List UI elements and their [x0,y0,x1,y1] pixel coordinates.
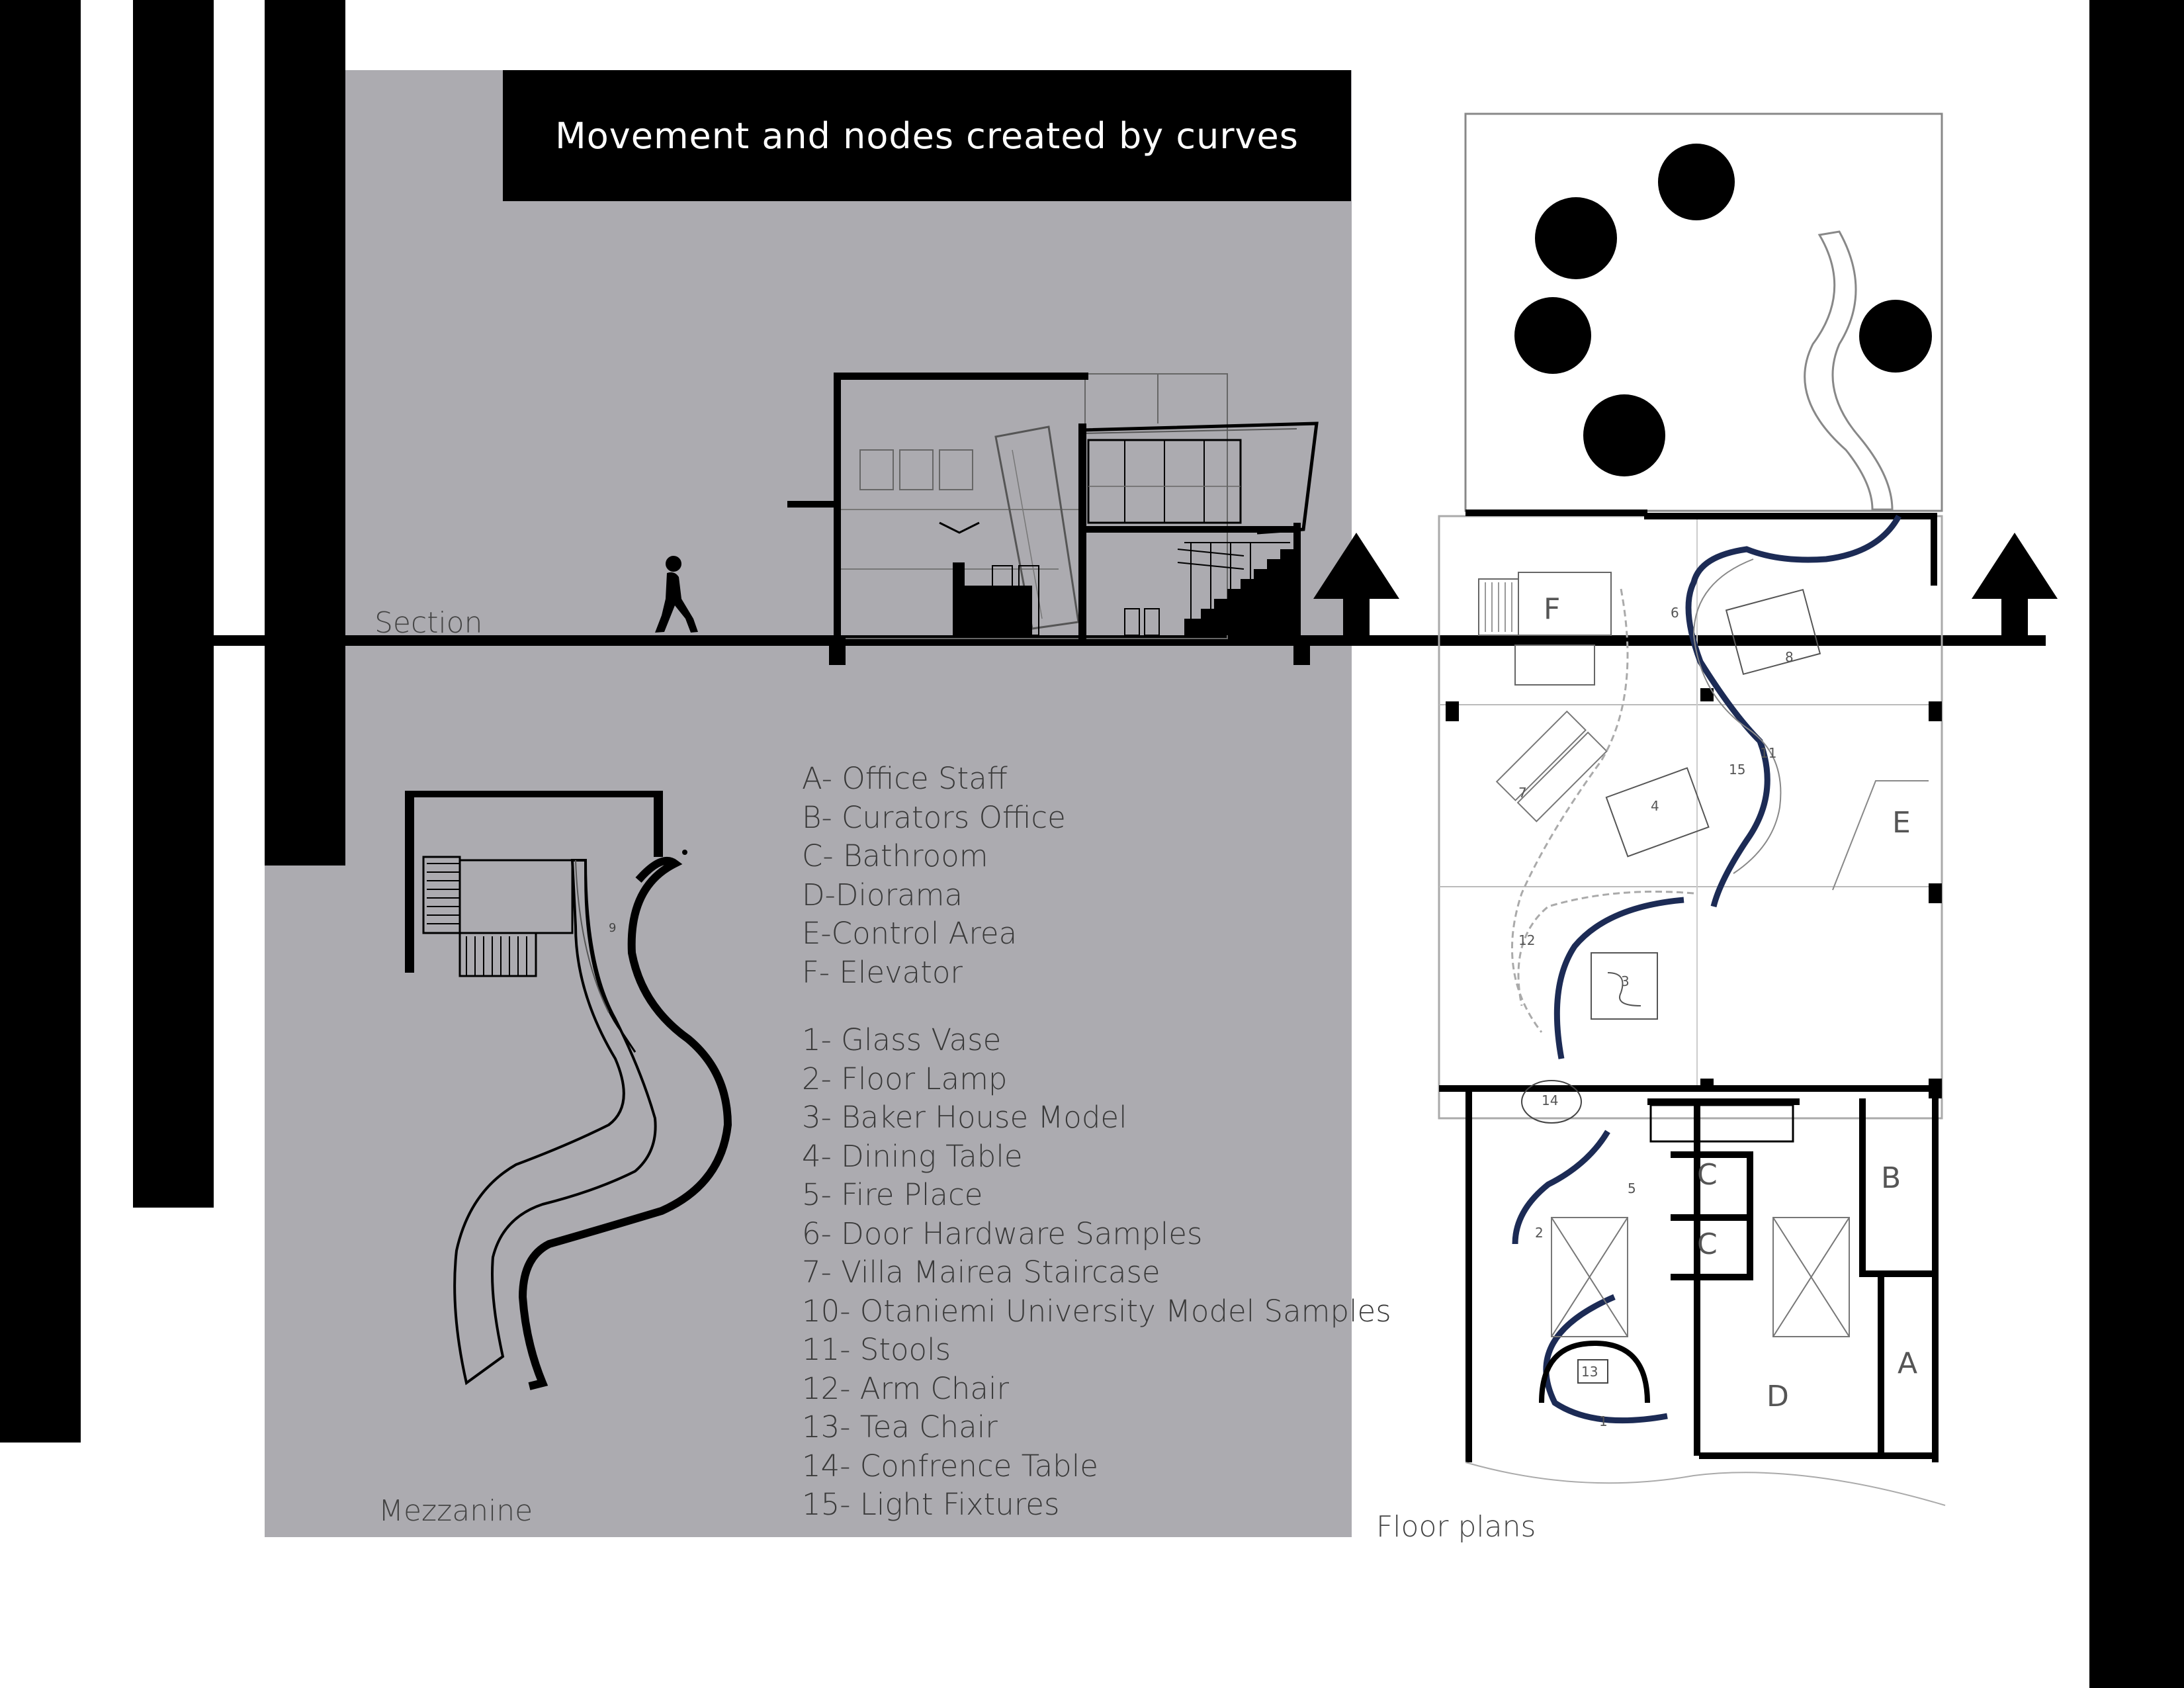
plan-label-6: 6 [1671,605,1679,621]
plan-label-D: D [1767,1380,1789,1413]
legend-item: C- Bathroom [802,838,988,873]
plan-label-2: 2 [1535,1225,1544,1241]
legend-item: 7- Villa Mairea Staircase [802,1255,1160,1290]
person-silhouette [655,556,698,633]
gray-panel [265,70,1352,1537]
floor-plan: F E C C B A D 1 2 3 4 5 6 7 8 11 12 13 1… [1313,112,2058,1506]
decor-bar-right [2089,0,2184,1688]
floor-plans-caption: Floor plans [1376,1510,1536,1544]
plan-label-11: 11 [1760,745,1776,761]
legend-item: 2- Floor Lamp [802,1061,1008,1096]
section-caption: Section [374,606,483,640]
decor-bar-1 [0,0,81,1443]
legend-item: 15- Light Fixtures [802,1487,1060,1522]
legend-item: 4- Dining Table [802,1138,1023,1174]
entry-arrow-icon [1972,533,2058,639]
plan-label-F: F [1544,592,1560,626]
legend-item: 12- Arm Chair [802,1370,1009,1406]
tree-icon [1514,144,1932,476]
legend-item: 6- Door Hardware Samples [802,1216,1203,1251]
plan-label-E: E [1892,806,1911,840]
plan-label-15: 15 [1729,762,1745,777]
legend-item: D-Diorama [802,877,963,912]
legend-item: F- Elevator [802,954,963,990]
page-title: Movement and nodes created by curves [555,114,1299,157]
legend-item: A- Office Staff [802,761,1008,796]
plan-label-8: 8 [1785,649,1794,665]
decor-bar-3-overlay [265,0,345,866]
title-box: Movement and nodes created by curves [503,70,1351,201]
plan-label-B: B [1881,1161,1901,1195]
plan-label-5: 5 [1628,1180,1636,1196]
mezzanine-label-9: 9 [609,921,616,935]
mezzanine-plan: 9 [405,791,732,1390]
section-furniture [992,565,1160,636]
section-stair [1184,549,1293,635]
legend-item: 13- Tea Chair [802,1409,998,1444]
plan-label-3: 3 [1621,973,1630,989]
plan-label-C: C [1697,1158,1718,1192]
plan-label-12: 12 [1518,932,1535,948]
legend-spacer [802,992,1391,1021]
section-stair-rail [1177,542,1290,629]
column-markers [1446,688,1942,1098]
legend-item: 1- Glass Vase [802,1022,1002,1057]
plan-label-A: A [1898,1347,1917,1380]
plan-label-1: 1 [1599,1413,1608,1429]
decor-bar-2 [133,0,214,1208]
plan-label-4: 4 [1651,798,1659,814]
legend-item: 11- Stools [802,1332,951,1367]
legend-item: 14- Confrence Table [802,1448,1098,1484]
entry-arrow-icon [1313,533,1399,639]
mezzanine-caption: Mezzanine [378,1494,533,1528]
plan-label-C: C [1697,1227,1718,1261]
legend-item: B- Curators Office [802,799,1066,835]
plan-label-14: 14 [1542,1092,1558,1108]
legend-item: 5- Fire Place [802,1177,983,1212]
legend-item: 3- Baker House Model [802,1100,1127,1135]
legend-item: E-Control Area [802,916,1018,951]
ground-line [213,635,2046,646]
plan-label-7: 7 [1518,785,1527,801]
legend-item: 10- Otaniemi University Model Samples [802,1293,1391,1329]
plan-label-13: 13 [1581,1364,1598,1380]
legend: A- Office Staff B- Curators Office C- Ba… [802,760,1391,1525]
